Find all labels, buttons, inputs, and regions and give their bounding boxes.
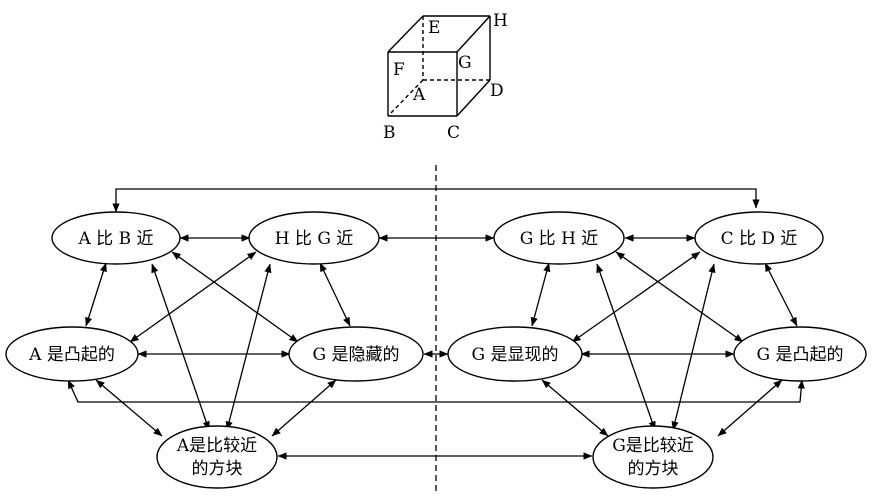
node-a-nearer-block: A是比较近 的方块	[156, 425, 278, 489]
node-h-closer-g: H 比 G 近	[248, 211, 380, 265]
cube-label-e: E	[428, 18, 440, 38]
node-label-line2: 的方块	[628, 459, 679, 479]
node-label: A 是凸起的	[28, 345, 115, 365]
edge-g-visible-to-g-block	[541, 379, 609, 437]
node-g-nearer-block: G是比较近 的方块	[592, 425, 714, 489]
edge-h-closer-g-to-g-hidden	[319, 262, 351, 327]
cube-label-d: D	[490, 81, 504, 101]
cube-label-h: H	[493, 11, 508, 31]
node-label: H 比 G 近	[275, 229, 354, 249]
node-label: G 比 H 近	[520, 229, 599, 249]
node-label-line2: 的方块	[192, 459, 243, 479]
edge-g-hidden-to-a-block	[271, 379, 337, 437]
node-g-visible: G 是显现的	[447, 326, 583, 382]
cube-label-a: A	[412, 85, 426, 105]
node-g-hidden: G 是隐藏的	[288, 326, 424, 382]
cube-label-g: G	[458, 53, 472, 73]
node-a-closer-b: A 比 B 近	[51, 211, 181, 265]
node-label: G 是显现的	[472, 345, 559, 365]
edges	[67, 188, 805, 460]
node-g-convex: G 是凸起的	[733, 326, 867, 382]
cube-edge	[387, 15, 424, 53]
cube-label-f: F	[393, 60, 405, 80]
necker-cube: E H F G A D B C	[383, 11, 508, 143]
edge-a-closer-b-to-c-closer-d	[112, 188, 760, 213]
edge-c-closer-d-to-g-block	[671, 263, 716, 431]
node-label-line1: A是比较近	[176, 436, 257, 456]
edge-h-closer-g-to-a-convex	[129, 251, 257, 343]
node-g-closer-h: G 比 H 近	[493, 211, 625, 265]
node-label: G 是凸起的	[757, 345, 844, 365]
edge-a-closer-b-to-a-block	[151, 263, 210, 431]
cube-edge	[456, 15, 491, 53]
edge-g-closer-h-to-g-block	[596, 263, 656, 431]
node-c-closer-d: C 比 D 近	[694, 211, 824, 265]
cube-label-b: B	[383, 123, 396, 143]
cube-hidden-edge	[387, 79, 424, 117]
edge-g-convex-to-g-block	[717, 379, 783, 437]
node-label: A 比 B 近	[78, 229, 154, 249]
node-a-convex: A 是凸起的	[5, 326, 139, 382]
edge-h-closer-g-to-a-block	[225, 263, 272, 431]
edge-a-closer-b-to-a-convex	[85, 262, 107, 327]
cube-label-c: C	[447, 123, 460, 143]
edge-a-convex-to-g-convex	[67, 379, 805, 403]
node-label-line1: G是比较近	[612, 436, 694, 456]
edge-g-closer-h-to-g-visible	[530, 262, 551, 327]
node-label: C 比 D 近	[721, 229, 798, 249]
edge-c-closer-d-to-g-convex	[764, 262, 798, 327]
cube-edge	[456, 79, 491, 117]
edge-a-closer-b-to-g-hidden	[171, 251, 299, 343]
edge-a-convex-to-a-block	[95, 379, 163, 437]
node-label: G 是隐藏的	[313, 345, 400, 365]
